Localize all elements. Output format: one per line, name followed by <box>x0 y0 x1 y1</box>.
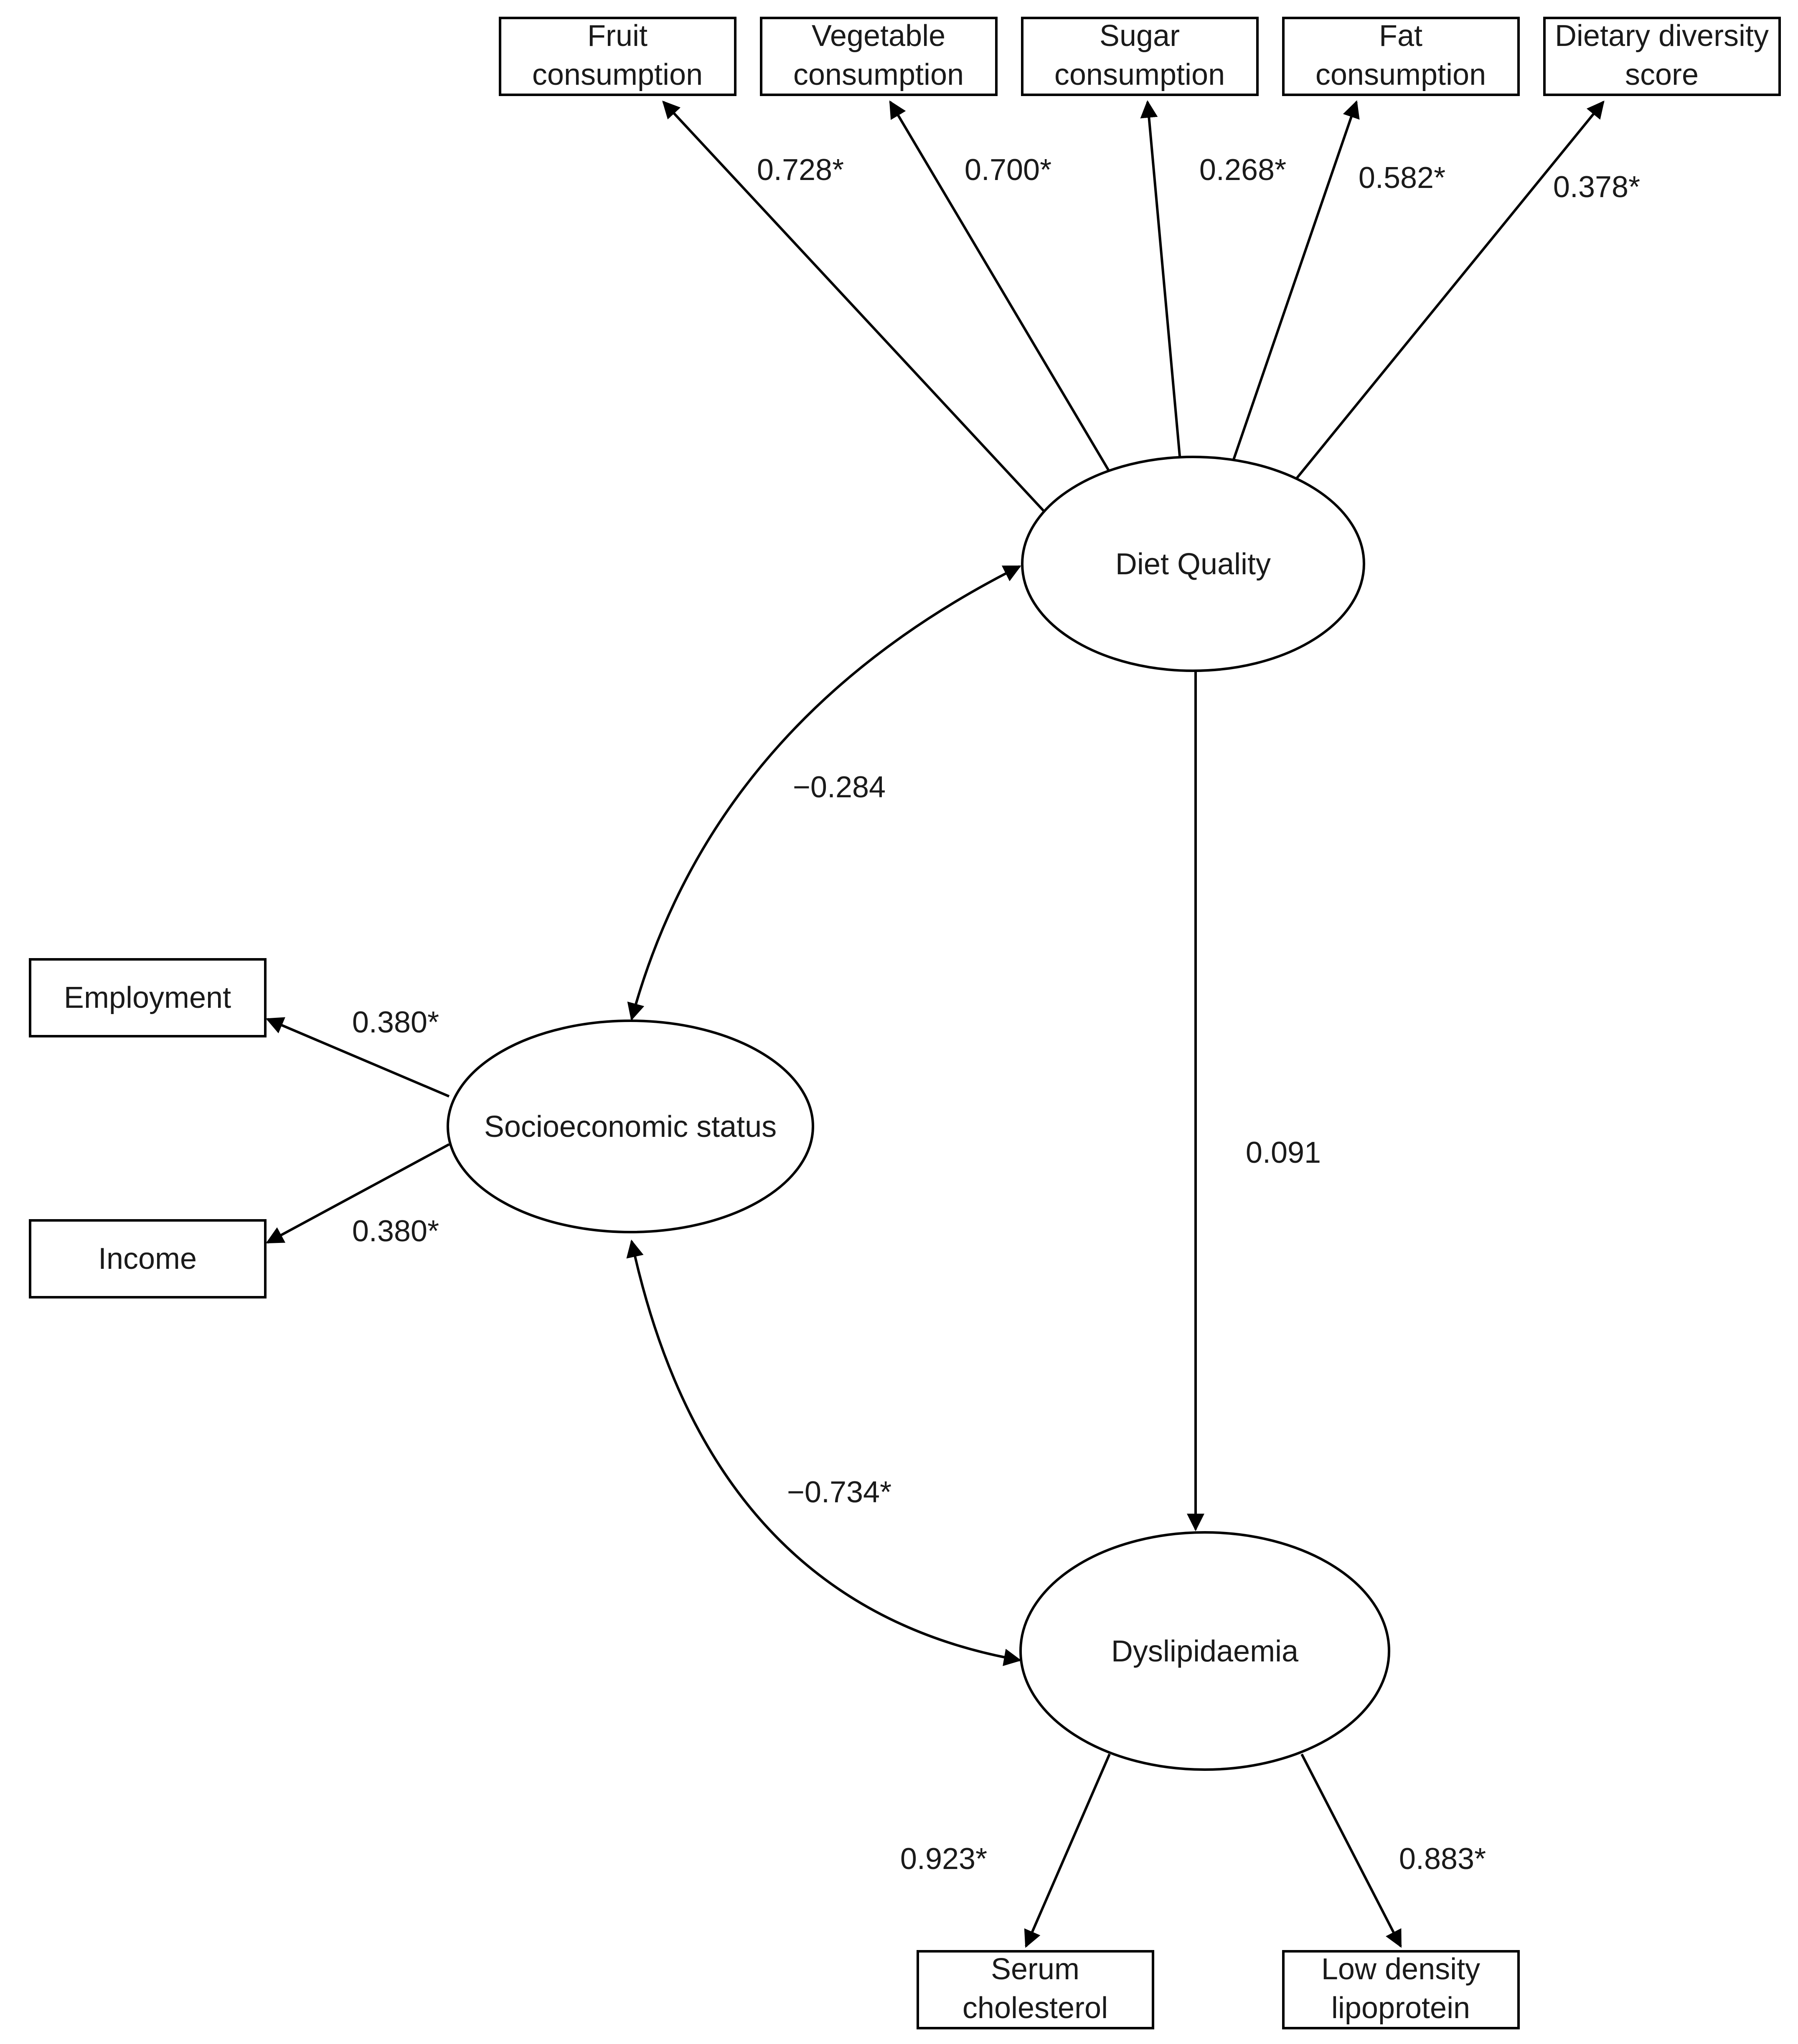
latent-dyslipidaemia: Dyslipidaemia <box>1019 1531 1390 1771</box>
latent-socioeconomic-status: Socioeconomic status <box>447 1019 814 1233</box>
arrow-diet-to-dietary-diversity <box>1294 100 1605 481</box>
arrow-dyslipidaemia-to-serum-cholesterol <box>1024 1753 1111 1948</box>
coef-ses-dyslipidaemia: −0.734* <box>787 1476 891 1509</box>
indicator-dietary-diversity-line2: score <box>1625 58 1699 91</box>
edges <box>266 100 1605 1948</box>
coef-income: 0.380* <box>352 1215 439 1248</box>
indicator-fruit-line2: consumption <box>532 58 703 91</box>
arrow-diet-ses-correlation <box>627 565 1021 1021</box>
indicator-ldl-line2: lipoprotein <box>1331 1991 1470 2025</box>
indicator-ldl-line1: Low density <box>1321 1953 1480 1986</box>
indicator-fat-line1: Fat <box>1379 19 1422 53</box>
indicator-vegetable-line2: consumption <box>793 58 964 91</box>
arrow-diet-to-fat <box>1231 100 1360 464</box>
arrow-diet-to-vegetable <box>889 100 1113 477</box>
coef-ldl: 0.883* <box>1399 1842 1486 1876</box>
indicator-employment: Employment <box>29 958 267 1037</box>
latent-dyslipidaemia-label: Dyslipidaemia <box>1111 1635 1299 1668</box>
arrow-diet-to-fruit <box>662 100 1046 513</box>
indicator-sugar: Sugar consumption <box>1021 17 1259 96</box>
coef-vegetable: 0.700* <box>965 153 1051 187</box>
coef-diet-dyslipidaemia: 0.091 <box>1246 1136 1321 1169</box>
arrow-ses-dyslipidaemia-correlation <box>626 1239 1022 1666</box>
indicator-fat: Fat consumption <box>1282 17 1520 96</box>
coef-fat: 0.582* <box>1359 161 1445 195</box>
indicator-sugar-line1: Sugar <box>1100 19 1180 53</box>
indicator-vegetable: Vegetable consumption <box>760 17 998 96</box>
indicator-serum-cholesterol-line1: Serum <box>991 1953 1079 1986</box>
latent-diet-quality-label: Diet Quality <box>1115 548 1271 581</box>
arrow-diet-to-sugar <box>1140 100 1181 461</box>
latent-diet-quality: Diet Quality <box>1021 456 1365 672</box>
coef-diet-ses: −0.284 <box>793 771 886 804</box>
coef-fruit: 0.728* <box>757 153 844 187</box>
coef-serum-cholesterol: 0.923* <box>900 1842 987 1876</box>
indicator-fat-line2: consumption <box>1315 58 1486 91</box>
indicator-income: Income <box>29 1219 267 1298</box>
coef-employment: 0.380* <box>352 1006 439 1039</box>
indicator-fruit-line1: Fruit <box>587 19 648 53</box>
arrow-dyslipidaemia-to-ldl <box>1300 1753 1402 1948</box>
indicator-income-label: Income <box>98 1242 197 1276</box>
indicator-ldl: Low density lipoprotein <box>1282 1950 1520 2029</box>
indicator-serum-cholesterol: Serum cholesterol <box>917 1950 1154 2029</box>
latent-socioeconomic-status-label: Socioeconomic status <box>484 1110 777 1144</box>
coef-sugar: 0.268* <box>1199 153 1286 187</box>
indicator-serum-cholesterol-line2: cholesterol <box>962 1991 1108 2025</box>
arrow-ses-to-employment <box>266 1017 450 1098</box>
indicator-dietary-diversity-line1: Dietary diversity <box>1555 19 1769 53</box>
coefficient-labels: 0.728* 0.700* 0.268* 0.582* 0.378* −0.28… <box>352 153 1640 1876</box>
indicator-employment-label: Employment <box>64 981 231 1014</box>
indicator-fruit: Fruit consumption <box>499 17 736 96</box>
indicator-sugar-line2: consumption <box>1054 58 1225 91</box>
arrow-ses-to-income <box>266 1143 450 1244</box>
indicator-vegetable-line1: Vegetable <box>812 19 945 53</box>
indicator-dietary-diversity: Dietary diversity score <box>1543 17 1781 96</box>
coef-dietary-diversity: 0.378* <box>1553 170 1640 204</box>
